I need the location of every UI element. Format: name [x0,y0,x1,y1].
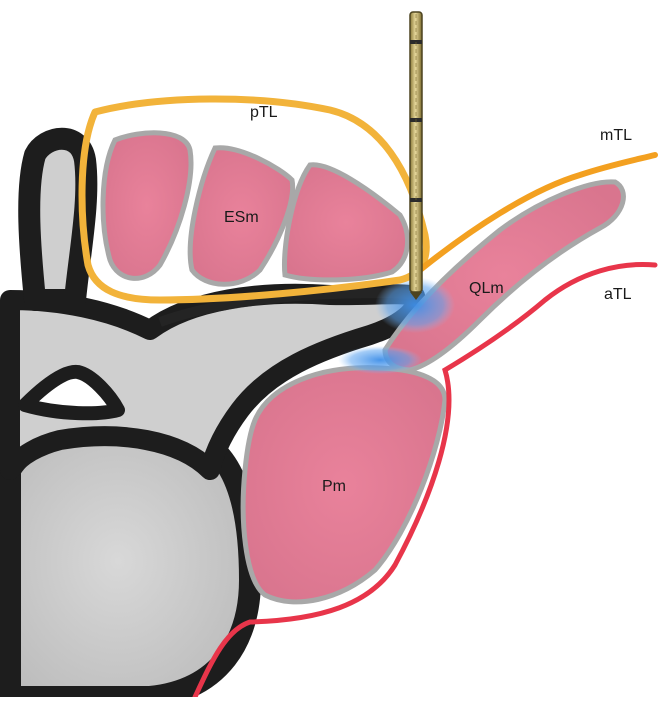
injectate-spread-tail [338,346,422,374]
erector-spinae-belly-1 [103,133,191,279]
label-anterior-thoracolumbar-fascia: aTL [604,286,632,304]
label-middle-thoracolumbar-fascia: mTL [600,127,632,145]
label-posterior-thoracolumbar-fascia: pTL [250,104,278,122]
label-erector-spinae-muscle: ESm [224,209,259,227]
spinous-process [29,139,86,300]
label-psoas-major-muscle: Pm [322,478,346,496]
erector-spinae-belly-3 [284,165,407,280]
label-quadratus-lumborum-muscle: QLm [469,280,504,298]
needle-icon [410,12,422,300]
